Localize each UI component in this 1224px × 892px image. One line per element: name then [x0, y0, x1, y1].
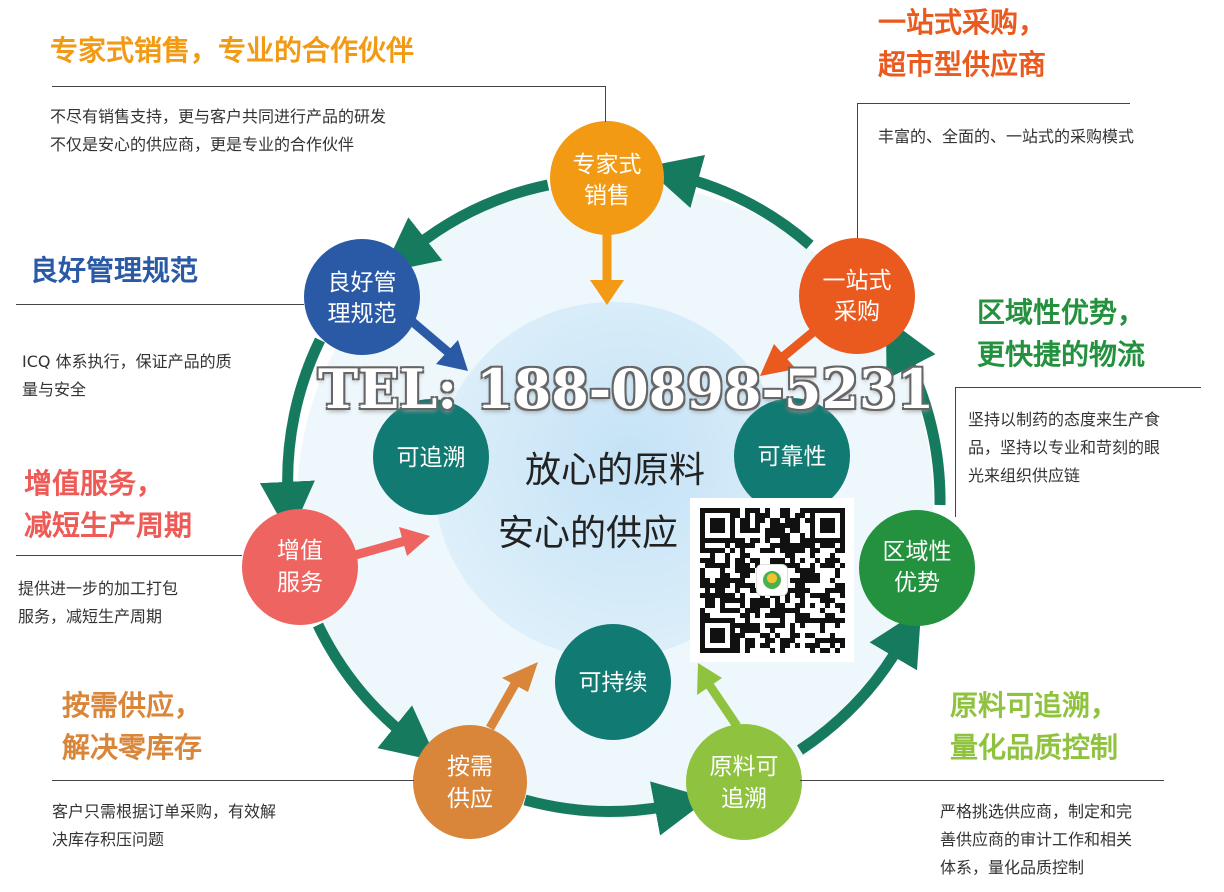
- node-service: 增值 服务: [242, 509, 358, 625]
- vrule-onestop: [857, 103, 858, 238]
- demand-title: 按需供应， 解决零库存: [62, 685, 202, 769]
- service-title-line: 增值服务，: [24, 467, 165, 500]
- center-line1: 放心的原料: [525, 450, 705, 491]
- node-mgmt-line1: 良好管: [328, 270, 397, 296]
- rule-demand: [52, 780, 414, 781]
- qr-pattern: [700, 508, 845, 653]
- rule-region: [955, 387, 1201, 388]
- tel-watermark: TEL: 188-0898-5231: [318, 357, 935, 421]
- inner-node-traceable: 可追溯: [373, 399, 489, 515]
- service-title: 增值服务， 减短生产周期: [24, 463, 192, 547]
- node-region: 区域性 优势: [859, 510, 975, 626]
- service-desc-line: 服务，减短生产周期: [18, 607, 163, 626]
- node-expert-line1: 专家式: [573, 152, 642, 178]
- ring-arc-demand-to-trace: [523, 781, 710, 836]
- region-title: 区域性优势， 更快捷的物流: [977, 292, 1145, 376]
- ring-arc-mgmt-to-service: [259, 337, 325, 537]
- demand-desc-line: 决库存积压问题: [52, 830, 165, 849]
- trace-desc-line: 严格挑选供应商，制定和完: [940, 802, 1133, 821]
- expert-desc-line: 不仅是安心的供应商，更是专业的合作伙伴: [50, 135, 355, 154]
- node-service-line2: 服务: [277, 570, 323, 596]
- inner-node-traceable-label: 可追溯: [397, 445, 466, 471]
- onestop-title-line: 一站式采购，: [878, 6, 1047, 39]
- region-desc-line: 品，坚持以专业和苛刻的眼: [968, 438, 1161, 457]
- inner-node-sustainable: 可持续: [555, 624, 671, 740]
- onestop-title: 一站式采购， 超市型供应商: [878, 2, 1046, 86]
- demand-title-line: 按需供应，: [62, 689, 203, 722]
- rule-onestop: [857, 103, 1130, 104]
- inner-node-reliable-label: 可靠性: [758, 444, 827, 470]
- ring-arcs: [259, 154, 946, 836]
- expert-desc: 不尽有销售支持，更与客户共同进行产品的研发 不仅是安心的供应商，更是专业的合作伙…: [50, 103, 386, 159]
- qr-code[interactable]: [690, 498, 854, 662]
- arrow-mgmt-in: [405, 314, 468, 371]
- node-onestop: 一站式 采购: [799, 238, 915, 354]
- onestop-title-line: 超市型供应商: [878, 48, 1047, 81]
- node-trace-line1: 原料可: [710, 754, 779, 780]
- service-title-line: 减短生产周期: [24, 509, 193, 542]
- arrow-demand-in: [486, 662, 538, 731]
- rule-service: [16, 555, 242, 556]
- mgmt-title: 良好管理规范: [30, 254, 199, 287]
- region-desc-line: 光来组织供应链: [968, 466, 1081, 485]
- node-demand-line1: 按需: [447, 754, 493, 780]
- vrule-region: [955, 387, 956, 517]
- node-trace-line2: 追溯: [721, 786, 767, 812]
- rule-mgmt: [16, 304, 304, 305]
- expert-desc-line: 不尽有销售支持，更与客户共同进行产品的研发: [50, 107, 387, 126]
- arrow-expert-in: [590, 232, 624, 305]
- node-region-line2: 优势: [894, 570, 940, 596]
- trace-title-line: 原料可追溯，: [950, 689, 1119, 722]
- inward-arrows: [350, 232, 821, 731]
- rule-trace: [800, 780, 1164, 781]
- mgmt-desc: ICQ 体系执行，保证产品的质 量与安全: [22, 348, 232, 404]
- mgmt-desc-line: 量与安全: [22, 380, 87, 399]
- node-demand-line2: 供应: [447, 786, 493, 812]
- node-expert: 专家式 销售: [550, 121, 664, 235]
- region-desc: 坚持以制药的态度来生产食 品，坚持以专业和苛刻的眼 光来组织供应链: [968, 406, 1160, 490]
- demand-title-line: 解决零库存: [62, 731, 203, 764]
- node-expert-line2: 销售: [584, 183, 630, 209]
- demand-desc: 客户只需根据订单采购，有效解 决库存积压问题: [52, 798, 276, 854]
- service-desc: 提供进一步的加工打包 服务，减短生产周期: [18, 575, 178, 631]
- mgmt-desc-line: ICQ 体系执行，保证产品的质: [22, 352, 232, 371]
- node-mgmt-line2: 理规范: [328, 301, 397, 327]
- vrule-expert: [605, 86, 606, 122]
- trace-desc: 严格挑选供应商，制定和完 善供应商的审计工作和相关 体系，量化品质控制: [940, 798, 1132, 882]
- qr-logo-icon: [756, 564, 788, 596]
- inner-node-reliable: 可靠性: [734, 398, 850, 514]
- ring-arc-service-to-demand: [313, 622, 438, 762]
- node-region-line1: 区域性: [883, 539, 952, 565]
- onestop-desc-line: 丰富的、全面的、一站式的采购模式: [878, 127, 1135, 146]
- service-desc-line: 提供进一步的加工打包: [18, 579, 179, 598]
- demand-desc-line: 客户只需根据订单采购，有效解: [52, 802, 277, 821]
- trace-desc-line: 体系，量化品质控制: [940, 858, 1085, 877]
- rule-expert: [52, 86, 606, 87]
- region-title-line: 区域性优势，: [977, 296, 1146, 329]
- node-service-line1: 增值: [277, 538, 323, 564]
- ring-arc-onestop-to-expert: [644, 154, 814, 250]
- inner-node-sustainable-label: 可持续: [579, 670, 648, 696]
- trace-title-line: 量化品质控制: [950, 731, 1119, 764]
- node-demand: 按需 供应: [413, 725, 527, 839]
- ring-arc-expert-to-mgmt: [382, 179, 550, 273]
- node-trace: 原料可 追溯: [686, 724, 802, 840]
- onestop-desc: 丰富的、全面的、一站式的采购模式: [878, 123, 1134, 151]
- ring-arc-region-to-onestop: [885, 317, 946, 506]
- node-onestop-line1: 一站式: [823, 268, 892, 294]
- node-onestop-line2: 采购: [834, 299, 880, 325]
- node-mgmt: 良好管 理规范: [304, 239, 420, 355]
- arrow-service-in: [350, 527, 430, 561]
- trace-desc-line: 善供应商的审计工作和相关: [940, 830, 1133, 849]
- center-line2: 安心的供应: [498, 513, 678, 554]
- arrow-trace-in: [697, 663, 741, 729]
- expert-title: 专家式销售，专业的合作伙伴: [50, 34, 415, 67]
- region-desc-line: 坚持以制药的态度来生产食: [968, 410, 1161, 429]
- trace-title: 原料可追溯， 量化品质控制: [950, 685, 1118, 769]
- region-title-line: 更快捷的物流: [977, 338, 1146, 371]
- ring-arc-trace-to-region: [796, 608, 922, 755]
